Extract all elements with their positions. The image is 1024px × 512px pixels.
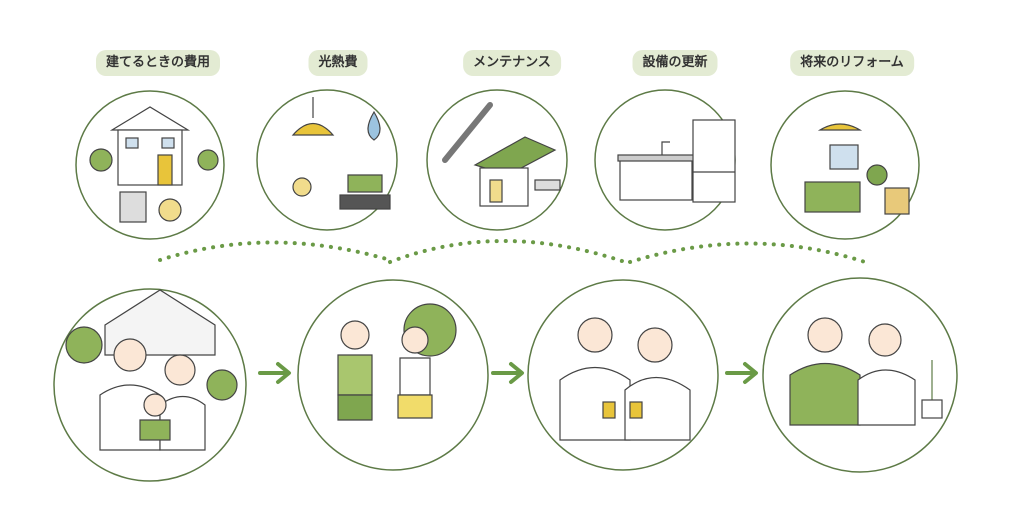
living-room-icon bbox=[804, 123, 910, 215]
label-equipment-renewal: 設備の更新 bbox=[632, 50, 718, 76]
young-family-icon bbox=[65, 289, 238, 451]
label-maintenance: メンテナンス bbox=[463, 50, 561, 76]
label-future-renovation: 将来のリフォーム bbox=[790, 50, 914, 76]
adult-couple-icon bbox=[559, 317, 691, 441]
kitchen-fridge-icon bbox=[617, 119, 736, 203]
arrow-right-icon bbox=[725, 362, 758, 384]
wrench-house-icon bbox=[442, 102, 561, 207]
house-calculator-icon bbox=[89, 106, 219, 223]
stage-children-circle bbox=[297, 279, 489, 471]
dotted-connectors bbox=[158, 239, 867, 264]
label-construction-cost: 建てるときの費用 bbox=[95, 50, 221, 76]
lamp-water-stove-icon bbox=[291, 97, 391, 210]
elderly-couple-icon bbox=[789, 317, 943, 426]
label-utility-cost: 光熱費 bbox=[308, 50, 368, 76]
school-children-icon bbox=[337, 303, 457, 421]
arrow-right-icon bbox=[491, 362, 524, 384]
arrow-right-icon bbox=[258, 362, 291, 384]
